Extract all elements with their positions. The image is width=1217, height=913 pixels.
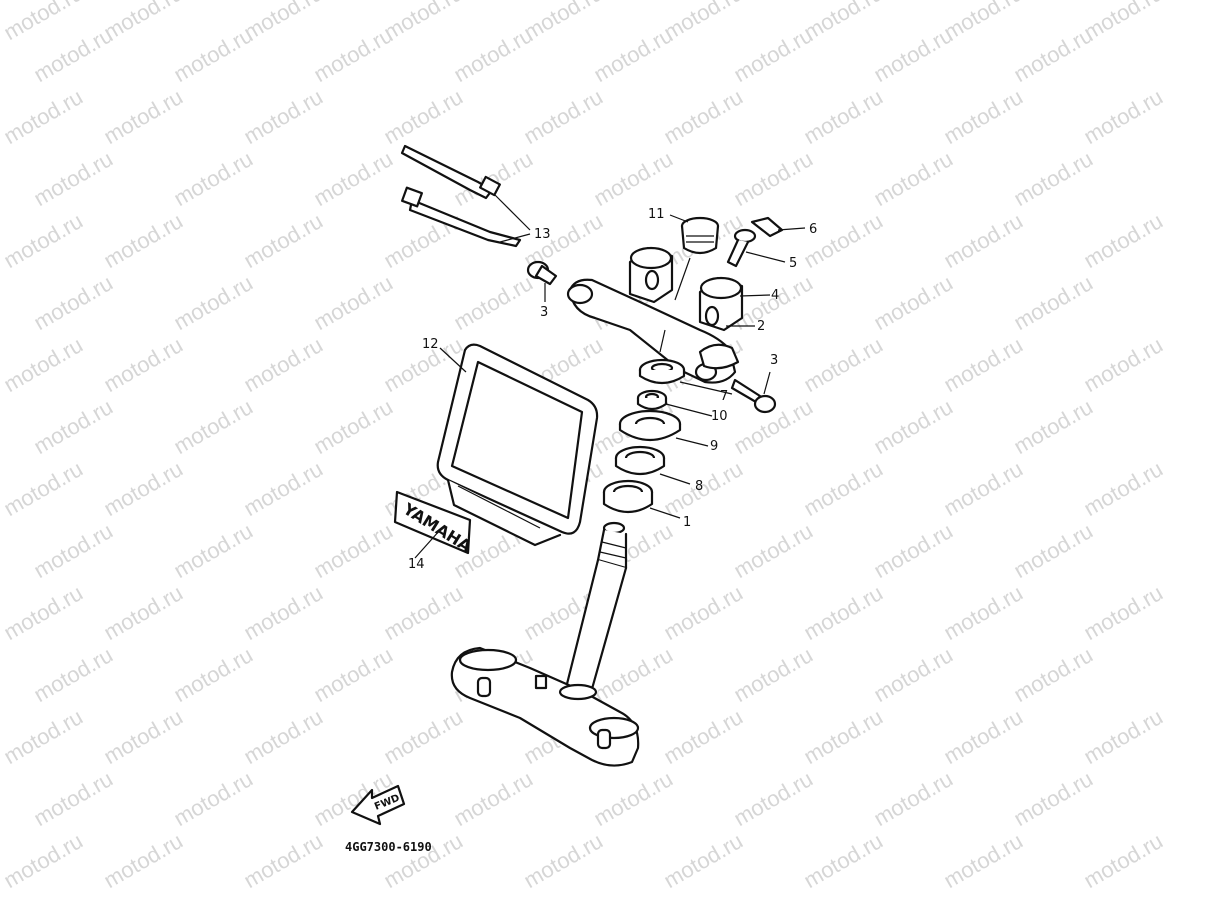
callout-5: 5 <box>789 256 798 271</box>
bolt-3-right <box>730 371 777 414</box>
part-code: 4GG7300-6190 <box>345 840 432 854</box>
ball-race-1 <box>602 479 681 519</box>
callout-6: 6 <box>809 222 818 237</box>
callout-9: 9 <box>710 439 719 454</box>
callout-10: 10 <box>711 409 728 424</box>
callout-11: 11 <box>648 207 665 222</box>
callout-14: 14 <box>408 557 425 572</box>
washer-6 <box>750 216 806 238</box>
upper-bracket-2 <box>566 246 771 384</box>
callout-8: 8 <box>695 479 704 494</box>
callout-1: 1 <box>683 515 692 530</box>
callout-3-right: 3 <box>770 353 779 368</box>
callout-7: 7 <box>720 389 729 404</box>
callout-3-left: 3 <box>540 305 549 320</box>
callout-4: 4 <box>771 288 780 303</box>
bearing-8 <box>614 445 691 485</box>
bearing-cover-9 <box>618 409 709 447</box>
lower-bracket <box>450 646 640 767</box>
cap-bolt-11 <box>669 214 720 301</box>
callout-2: 2 <box>757 319 766 334</box>
fwd-arrow: FWD <box>350 784 406 826</box>
meter-bracket-12 <box>436 343 599 547</box>
washer-7 <box>638 329 733 395</box>
ring-nut-10 <box>636 389 713 417</box>
steering-stem <box>564 521 628 698</box>
callout-12: 12 <box>422 337 439 352</box>
bolt-3-left <box>526 260 558 302</box>
cable-tie-13 <box>400 144 531 248</box>
callout-13: 13 <box>534 227 551 242</box>
bolt-5 <box>726 228 786 268</box>
